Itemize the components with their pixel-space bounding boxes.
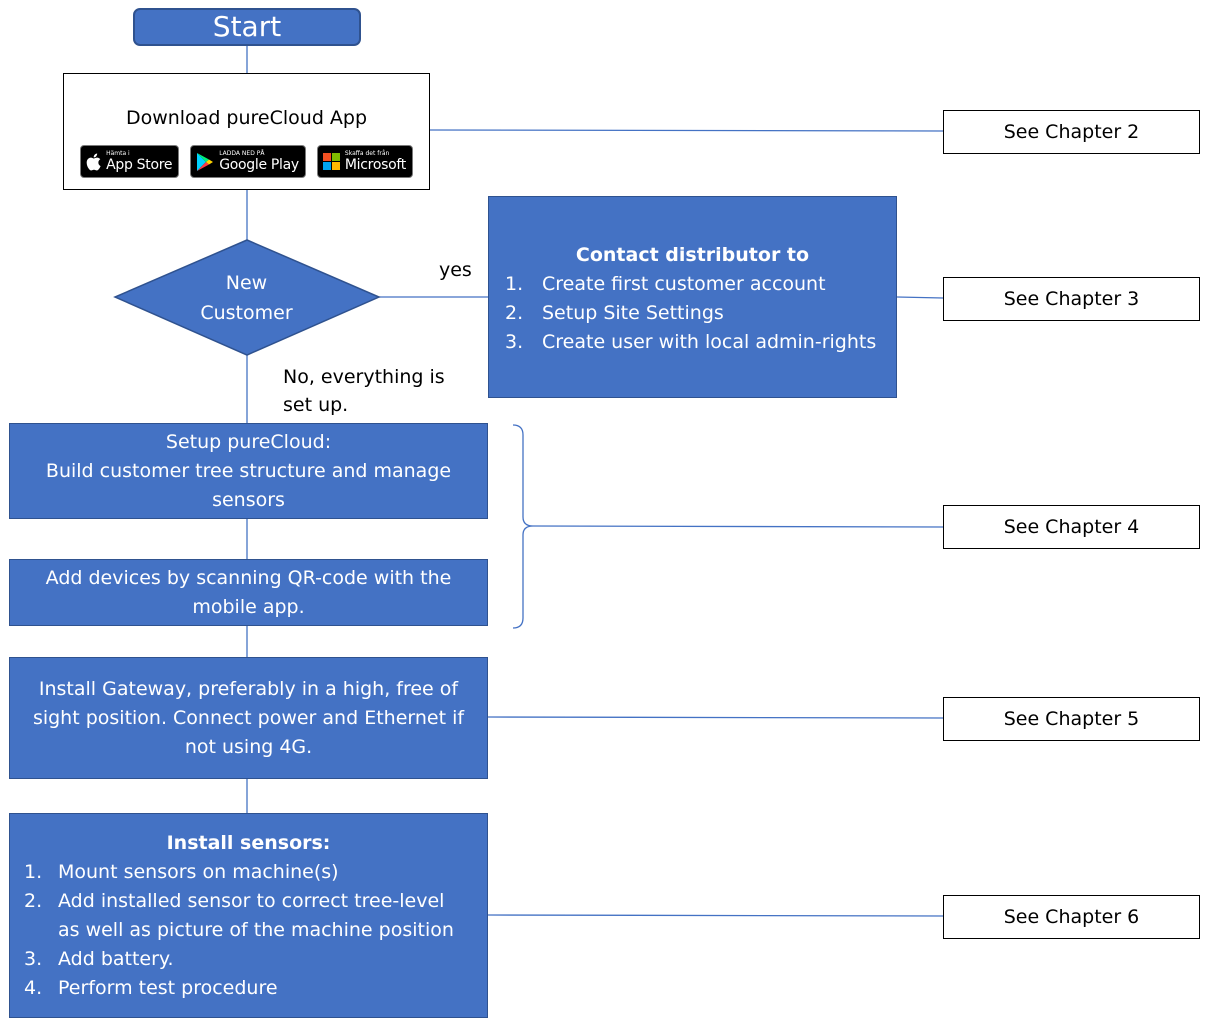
contact-distributor-box: Contact distributor to 1. Create first cu… (488, 196, 897, 398)
microsoft-big-text: Microsoft (344, 157, 406, 173)
list-item: 1. Create first customer account (489, 270, 876, 299)
chapter-2-box: See Chapter 2 (943, 110, 1200, 154)
add-devices-box: Add devices by scanning QR-code with the… (9, 559, 488, 626)
apple-icon (86, 152, 101, 170)
step-number: 1. (505, 273, 524, 295)
step-text: Add battery. (58, 948, 174, 970)
step-text: Create first customer account (542, 273, 826, 295)
step-text: Mount sensors on machine(s) (58, 861, 339, 883)
gateway-line3: not using 4G. (184, 735, 313, 758)
setup-line1: Setup pureCloud: (165, 430, 332, 453)
decision-label: New Customer (150, 268, 343, 328)
step-text: Add installed sensor to correct tree-lev… (58, 890, 445, 912)
distributor-steps: 1. Create first customer account 2. Setup … (489, 270, 876, 357)
gateway-line2: sight position. Connect power and Ethern… (32, 706, 465, 729)
list-item: as well as picture of the machine positi… (10, 916, 454, 945)
google-play-small-text: LADDA NED PÅ (219, 150, 265, 157)
chapter-4-box: See Chapter 4 (943, 505, 1200, 549)
download-app-box: Download pureCloud App Hämta i App Store… (63, 73, 430, 190)
setup-line2: Build customer tree structure and manage (45, 459, 452, 482)
step-number (10, 916, 58, 945)
start-label: Start (212, 10, 282, 43)
app-store-badge[interactable]: Hämta i App Store (80, 145, 180, 178)
microsoft-badge[interactable]: Skaffa det från Microsoft (316, 145, 413, 178)
yes-label: yes (439, 259, 472, 281)
list-item: 4. Perform test procedure (10, 974, 454, 1003)
install-sensors-box: Install sensors: 1. Mount sensors on mach… (9, 813, 488, 1018)
list-item: 3. Add battery. (10, 945, 454, 974)
step-number: 3. (505, 331, 524, 353)
no-label: No, everything is set up. (283, 363, 445, 419)
chapter4-bracket (512, 424, 534, 629)
microsoft-small-text: Skaffa det från (344, 150, 390, 157)
step-number: 4. (24, 977, 43, 999)
gateway-line1: Install Gateway, preferably in a high, f… (38, 677, 459, 700)
step-text: Perform test procedure (58, 977, 278, 999)
step-number: 2. (24, 890, 43, 912)
connector-distributor-chapter3 (896, 296, 944, 299)
connector-download-chapter2 (429, 129, 944, 132)
step-text: Create user with local admin-rights (542, 331, 877, 353)
list-item: 2. Setup Site Settings (489, 299, 876, 328)
microsoft-icon (322, 153, 340, 170)
app-store-small-text: Hämta i (106, 150, 130, 157)
chapter-3-box: See Chapter 3 (943, 277, 1200, 321)
distributor-title: Contact distributor to (575, 244, 810, 266)
add-devices-line1: Add devices by scanning QR-code with the (45, 566, 452, 589)
list-item: 1. Mount sensors on machine(s) (10, 858, 454, 887)
list-item: 3. Create user with local admin-rights (489, 328, 876, 357)
list-item: 2. Add installed sensor to correct tree-l… (10, 887, 454, 916)
no-label-line2: set up. (283, 394, 349, 416)
new-customer-decision (113, 239, 381, 356)
chapter-5-box: See Chapter 5 (943, 697, 1200, 741)
google-play-icon (197, 152, 214, 171)
google-play-big-text: Google Play (219, 157, 299, 173)
connector-gateway-chapter5 (487, 716, 944, 719)
no-label-line1: No, everything is (283, 366, 445, 388)
step-number: 2. (505, 302, 524, 324)
decision-label-line2: Customer (200, 302, 293, 324)
start-node: Start (133, 8, 361, 46)
google-play-badge[interactable]: LADDA NED PÅ Google Play (190, 145, 306, 178)
download-title: Download pureCloud App (125, 107, 368, 129)
decision-label-line1: New (225, 272, 268, 294)
add-devices-line2: mobile app. (192, 595, 305, 618)
store-badges: Hämta i App Store LADDA NED PÅ Google Pl… (80, 145, 413, 178)
connector-sensors-chapter6 (487, 914, 944, 917)
sensors-steps: 1. Mount sensors on machine(s) 2. Add inst… (10, 858, 454, 1003)
step-text: as well as picture of the machine positi… (58, 919, 454, 941)
setup-line3: sensors (212, 488, 285, 511)
sensors-title: Install sensors: (166, 832, 331, 854)
setup-purecloud-box: Setup pureCloud: Build customer tree str… (9, 423, 488, 519)
install-gateway-box: Install Gateway, preferably in a high, f… (9, 657, 488, 779)
chapter-6-box: See Chapter 6 (943, 895, 1200, 939)
app-store-big-text: App Store (106, 157, 173, 173)
step-number: 1. (24, 861, 43, 883)
connector-bracket-chapter4 (532, 525, 944, 528)
step-text: Setup Site Settings (542, 302, 724, 324)
step-number: 3. (24, 948, 43, 970)
